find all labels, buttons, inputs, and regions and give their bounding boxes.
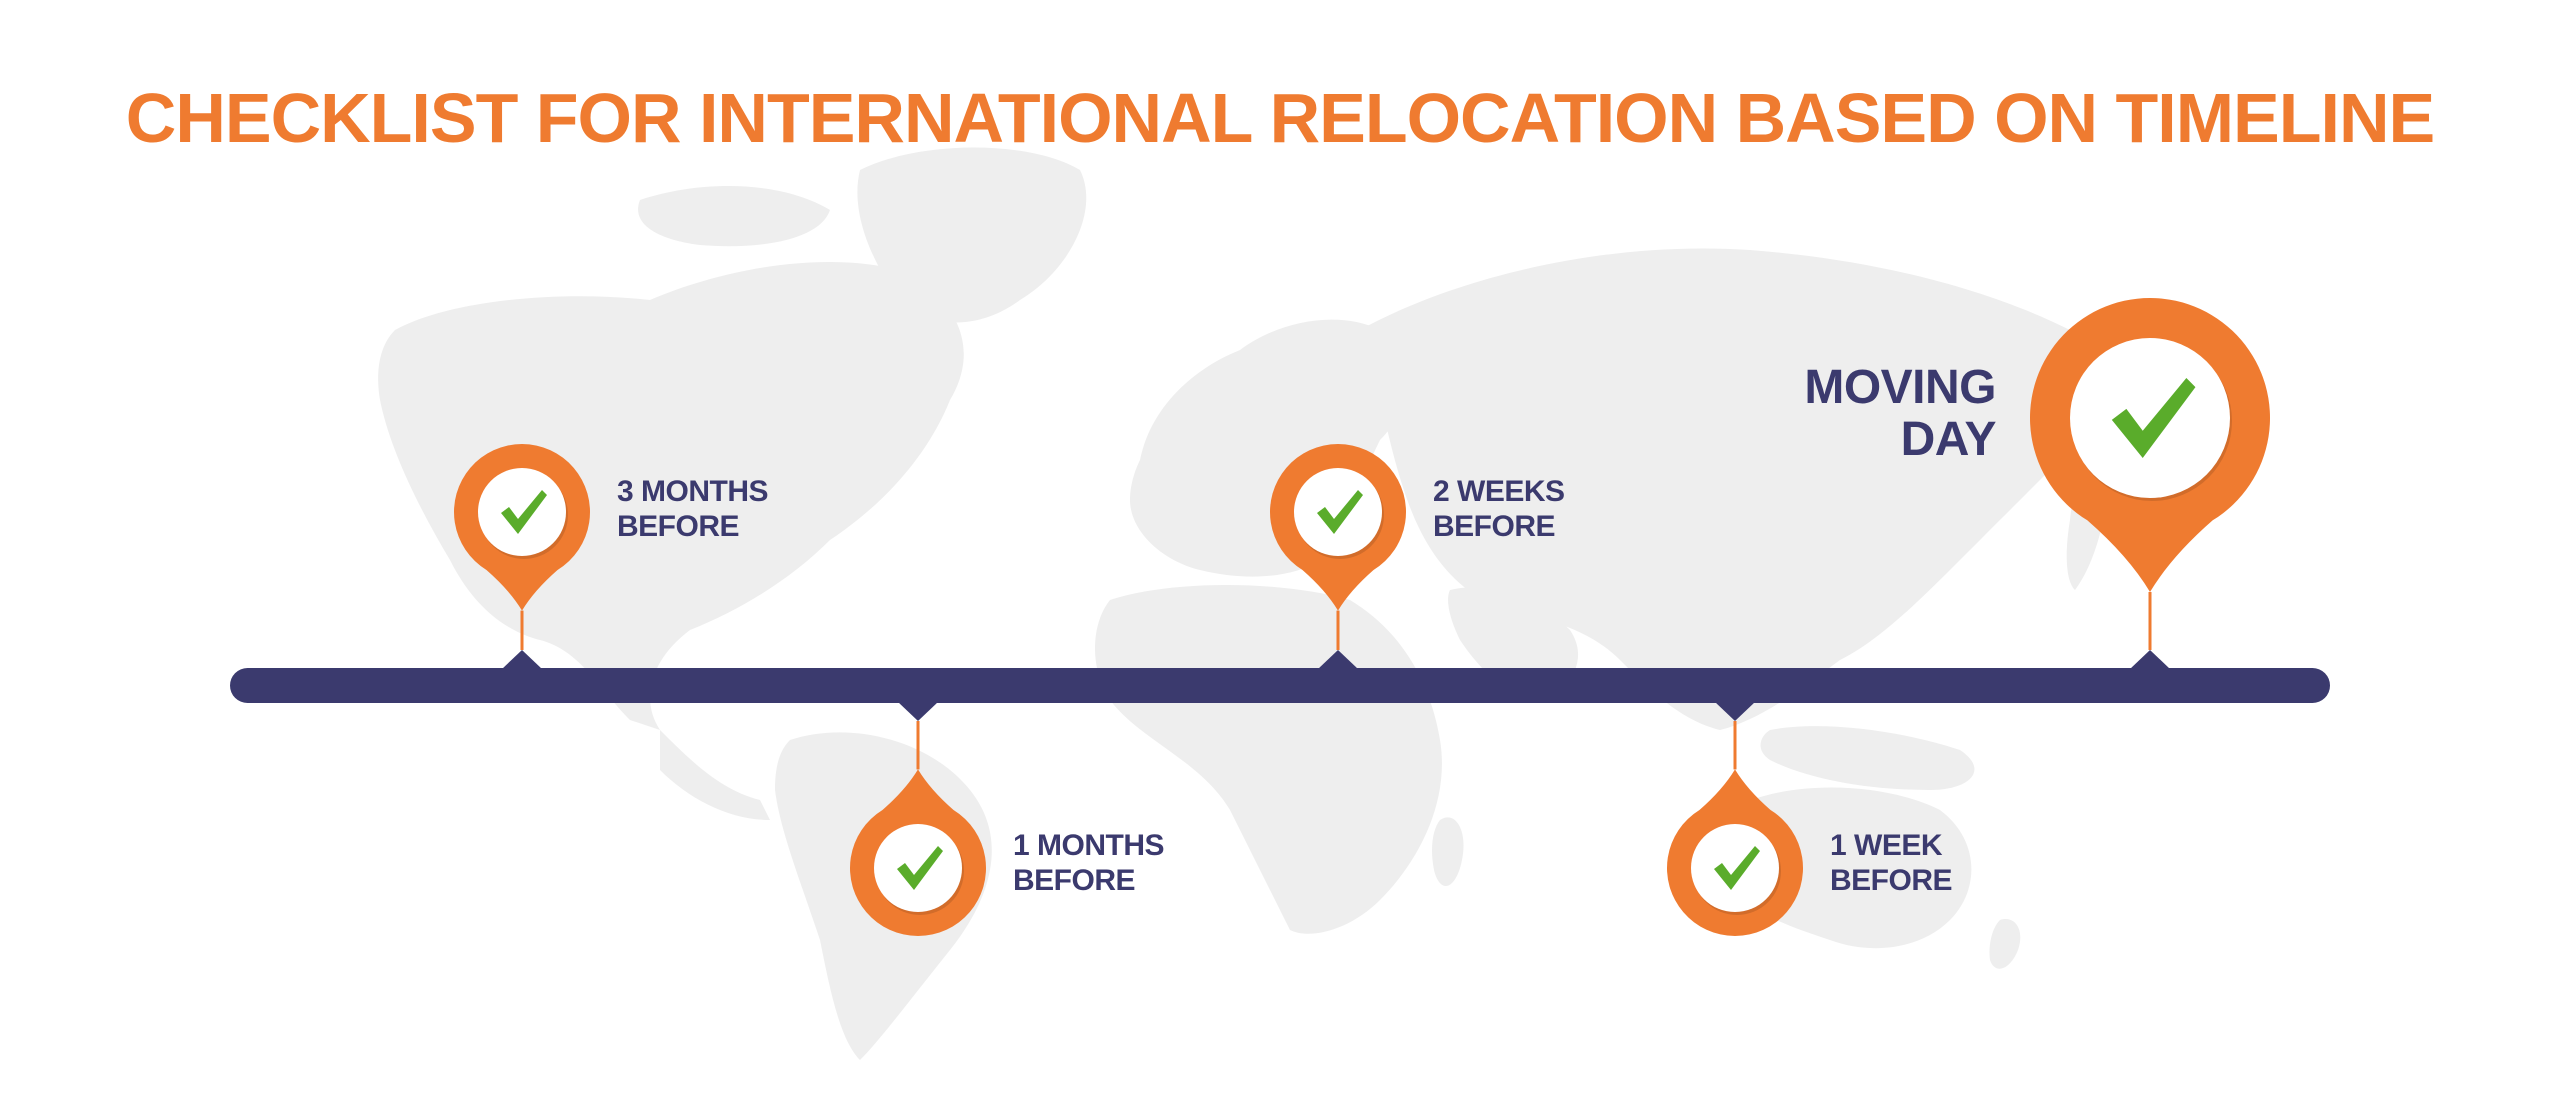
milestone-label-line-2: BEFORE <box>1830 864 1953 897</box>
milestone-label-line-1: MOVING <box>1804 361 1996 414</box>
milestone-marker <box>1270 443 1407 669</box>
milestone-marker <box>850 702 986 936</box>
continent-new-zealand <box>1989 919 2021 969</box>
milestone-label-line-2: BEFORE <box>1433 510 1556 543</box>
pin-inner-circle <box>1691 824 1779 912</box>
milestone-label-line-1: 3 MONTHS <box>617 475 769 508</box>
continent-central-america <box>660 730 770 820</box>
timeline-notch <box>1318 650 1358 669</box>
pin-inner-circle <box>478 468 566 556</box>
check-mark-icon <box>501 490 547 534</box>
continent-madagascar <box>1432 817 1464 887</box>
milestone-label-line-2: BEFORE <box>1013 864 1136 897</box>
pin-inner-circle <box>874 824 962 912</box>
check-mark-icon <box>2111 378 2196 458</box>
timeline-notch <box>1715 702 1755 721</box>
milestone-marker <box>454 443 590 669</box>
timeline-bar <box>230 668 2330 703</box>
milestone-label-1-week: 1 WEEK BEFORE <box>1830 828 1953 898</box>
milestone-label-3-months: 3 MONTHS BEFORE <box>617 474 769 544</box>
timeline-notch <box>502 650 542 669</box>
check-mark-icon <box>1317 490 1363 534</box>
milestone-marker <box>1667 702 1803 937</box>
milestone-marker <box>2030 298 2271 669</box>
continent-greenland <box>857 147 1087 323</box>
timeline-notch <box>2130 650 2170 669</box>
continent-north-america <box>378 261 964 730</box>
continent-southeast-asia-islands <box>1760 726 1975 790</box>
check-mark-icon <box>1714 846 1760 890</box>
pin-inner-circle <box>1294 468 1382 556</box>
pin-inner-circle <box>2070 338 2230 498</box>
milestone-label-line-1: 1 WEEK <box>1830 829 1943 862</box>
milestone-label-line-1: 2 WEEKS <box>1433 475 1565 508</box>
page-title: CHECKLIST FOR INTERNATIONAL RELOCATION B… <box>125 79 2435 157</box>
check-mark-icon <box>897 846 943 890</box>
milestone-label-moving-day: MOVING DAY <box>1750 362 1996 466</box>
milestone-label-1-months: 1 MONTHS BEFORE <box>1013 828 1165 898</box>
milestone-label-line-2: DAY <box>1900 413 1997 466</box>
milestone-label-line-2: BEFORE <box>617 510 740 543</box>
continent-arctic-islands <box>638 186 830 247</box>
milestone-markers <box>454 298 2271 937</box>
milestone-label-line-1: 1 MONTHS <box>1013 829 1165 862</box>
milestone-label-2-weeks: 2 WEEKS BEFORE <box>1433 474 1565 544</box>
timeline-notch <box>898 702 938 721</box>
